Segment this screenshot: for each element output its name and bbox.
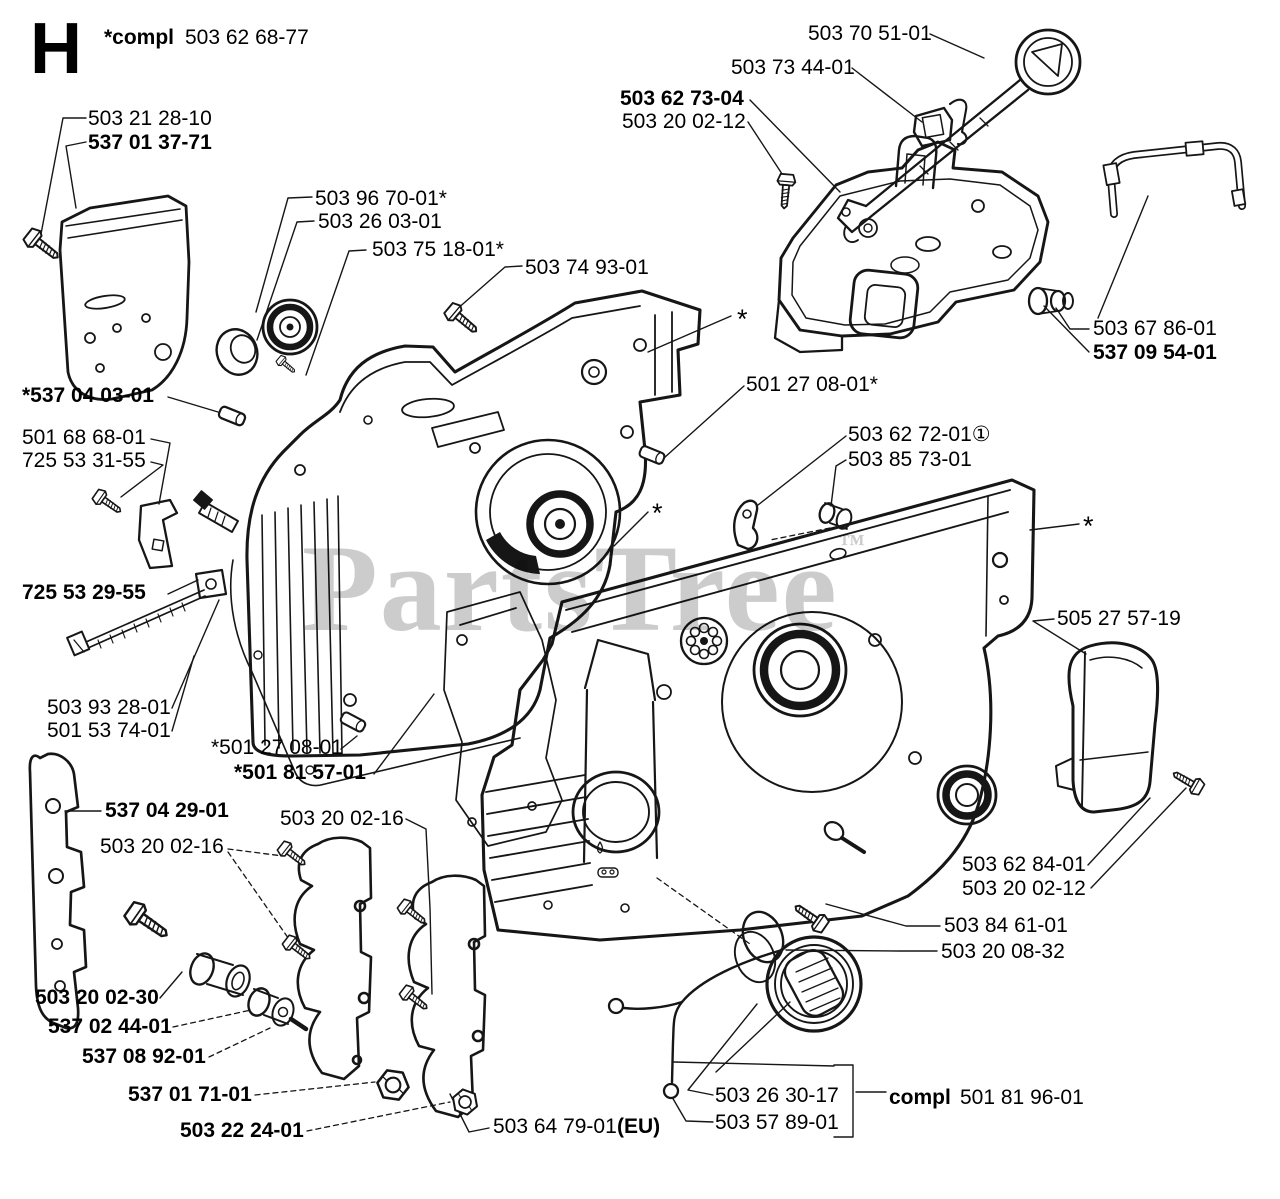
grommet-art — [1027, 286, 1074, 316]
section-letter: H — [30, 9, 82, 89]
part-number-label: 503 75 18-01* — [372, 238, 504, 261]
crankcase-right-art — [338, 444, 1036, 942]
handle-bracket-art — [773, 98, 1050, 354]
bearing-seal-art — [215, 298, 319, 428]
part-number-label: 503 67 86-01 — [1093, 317, 1217, 340]
part-number-label: 537 04 29-01 — [105, 799, 229, 822]
part-number-label: 503 57 89-01 — [715, 1111, 839, 1134]
part-number-label: *537 04 03-01 — [22, 384, 154, 407]
part-number-label: 503 93 28-01 — [47, 696, 171, 719]
part-number-label: 537 01 37-71 — [88, 131, 212, 154]
bar-plate-art — [20, 194, 191, 401]
part-number-label: * — [737, 304, 748, 334]
part-number-label: 501 81 96-01 — [960, 1086, 1084, 1109]
part-number-label: * — [652, 498, 663, 528]
part-number-label: 503 20 02-12 — [622, 110, 746, 133]
part-number-label: 501 53 74-01 — [47, 719, 171, 742]
part-number-label: 725 53 31-55 — [22, 449, 146, 472]
part-number-label: 503 84 61-01 — [944, 914, 1068, 937]
part-number-label: *501 81 57-01 — [234, 761, 366, 784]
part-number-label: 503 73 44-01 — [731, 56, 855, 79]
part-number-label: 503 26 30-17 — [715, 1084, 839, 1107]
part-number-label: 503 62 73-04 — [620, 87, 744, 110]
cover-plate-art — [1055, 641, 1207, 814]
chain-catcher-art — [732, 499, 853, 551]
part-number-label: 503 62 84-01 — [962, 853, 1086, 876]
fuel-cap-art — [607, 910, 863, 1100]
part-number-label: *compl — [104, 26, 175, 49]
part-number-label: 503 62 68-77 — [185, 26, 309, 49]
part-number-label: 505 27 57-19 — [1057, 607, 1181, 630]
part-number-label: *501 27 08-01 — [211, 736, 343, 759]
part-number-label: 503 74 93-01 — [525, 256, 649, 279]
part-number-label: 725 53 29-55 — [22, 581, 146, 604]
part-number-label: 503 62 72-01① — [848, 423, 991, 446]
part-number-label: 503 85 73-01 — [848, 448, 972, 471]
part-number-label: 537 09 54-01 — [1093, 341, 1217, 364]
tensioner-art — [66, 486, 239, 657]
part-number-label: 503 20 02-16 — [280, 807, 404, 830]
part-number-label: 503 21 28-10 — [88, 107, 212, 130]
part-number-label: 503 22 24-01 — [180, 1119, 304, 1142]
gasket-art — [443, 591, 563, 847]
part-number-label: 503 96 70-01* — [315, 187, 447, 210]
leader-lines-dashed — [172, 527, 831, 1132]
part-number-label: 503 20 08-32 — [941, 940, 1065, 963]
part-number-label: 501 27 08-01* — [746, 373, 878, 396]
part-number-label: (EU) — [617, 1115, 661, 1138]
part-number-label: 501 68 68-01 — [22, 426, 146, 449]
part-number-label: 503 64 79-01 — [493, 1115, 617, 1138]
fuel-line-art — [1102, 140, 1247, 218]
part-number-label: 503 70 51-01 — [808, 22, 932, 45]
bumper-spike-art — [121, 836, 487, 1119]
part-number-label: 537 08 92-01 — [82, 1045, 206, 1068]
part-number-label: * — [1083, 511, 1094, 541]
part-number-label: 503 20 02-16 — [100, 835, 224, 858]
part-number-label: compl — [889, 1086, 951, 1109]
part-number-label: 537 01 71-01 — [128, 1083, 252, 1106]
inner-guide-plate-art — [28, 752, 88, 1030]
part-number-label: 503 20 02-12 — [962, 877, 1086, 900]
oil-seal-art — [789, 764, 998, 936]
part-number-label: 503 20 02-30 — [35, 986, 159, 1009]
part-number-label: 537 02 44-01 — [48, 1015, 172, 1038]
part-number-label: 503 26 03-01 — [318, 210, 442, 233]
throttle-rod-art — [836, 28, 1082, 243]
